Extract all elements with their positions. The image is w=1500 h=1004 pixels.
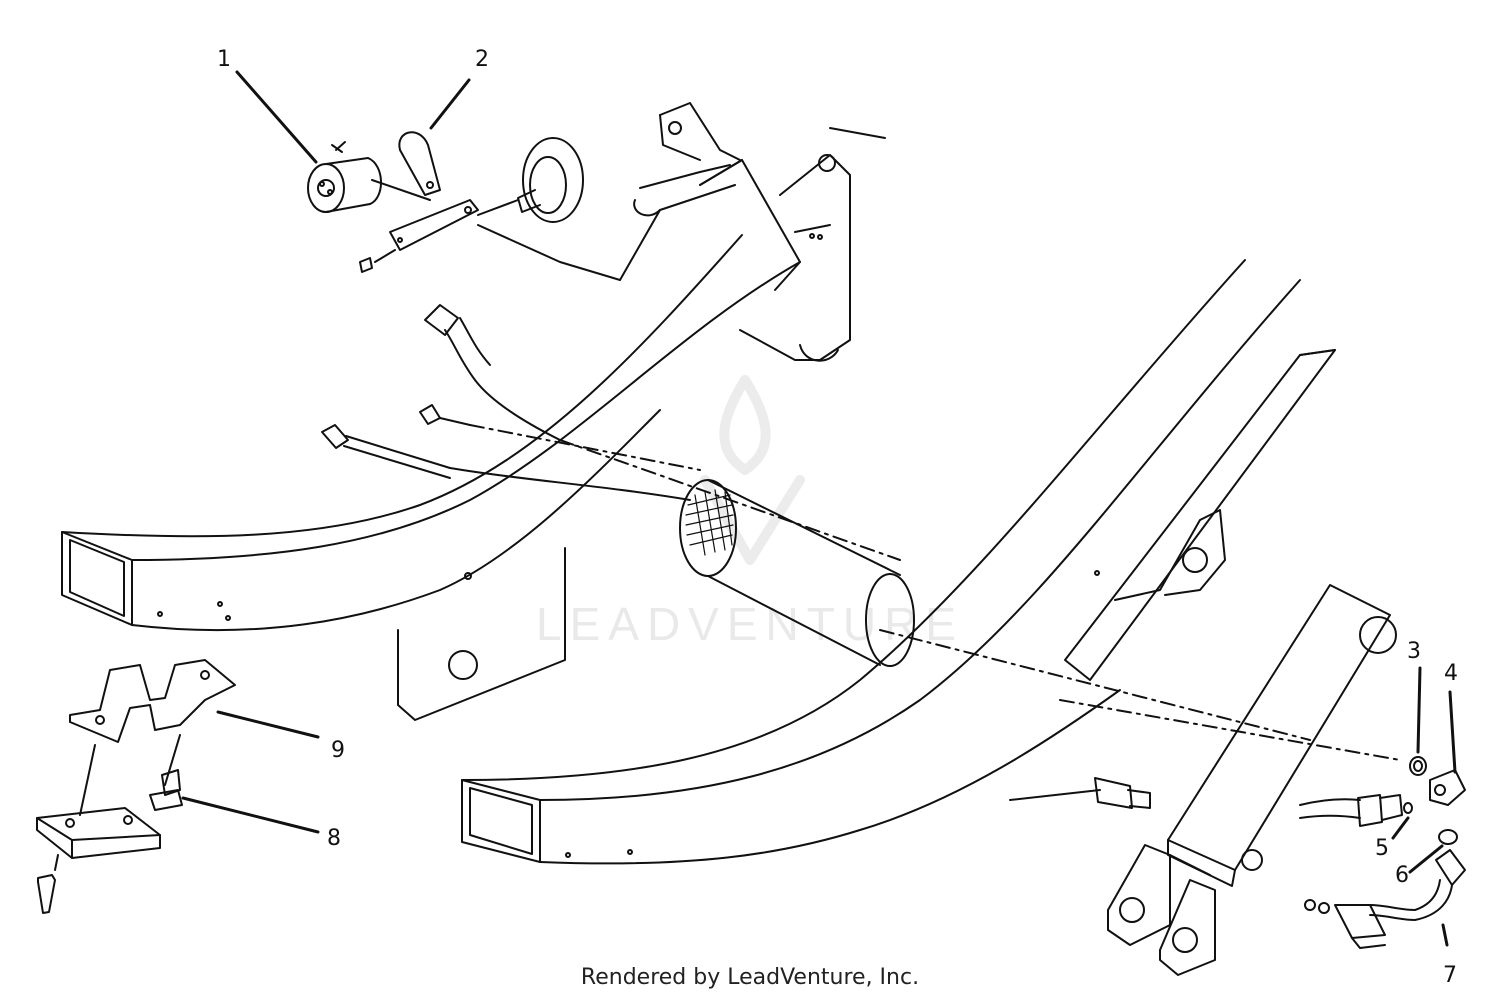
callout-2: 2 [475, 47, 489, 72]
horn-assembly [307, 131, 661, 281]
filter-cylinder [679, 479, 915, 667]
mount-bracket [36, 615, 236, 914]
callout-3: 3 [1407, 639, 1421, 664]
callout-4: 4 [1444, 661, 1458, 686]
upper-frame [61, 102, 886, 721]
watermark-text: LEADVENTURE [536, 598, 964, 650]
callout-labels: 1 2 3 4 5 6 7 8 9 [217, 47, 1458, 988]
render-credit: Rendered by LeadVenture, Inc. [580, 965, 920, 990]
watermark-logo-icon [700, 375, 805, 565]
watermark: LEADVENTURE [536, 375, 964, 650]
callout-5: 5 [1375, 836, 1389, 861]
hydraulic-lines [321, 304, 901, 561]
callout-7: 7 [1443, 963, 1457, 988]
callout-6: 6 [1395, 863, 1409, 888]
callout-1: 1 [217, 47, 231, 72]
right-fittings [879, 629, 1466, 949]
callout-9: 9 [331, 738, 345, 763]
lower-frame [461, 259, 1397, 976]
callout-leaders [181, 70, 1457, 947]
callout-8: 8 [327, 826, 341, 851]
